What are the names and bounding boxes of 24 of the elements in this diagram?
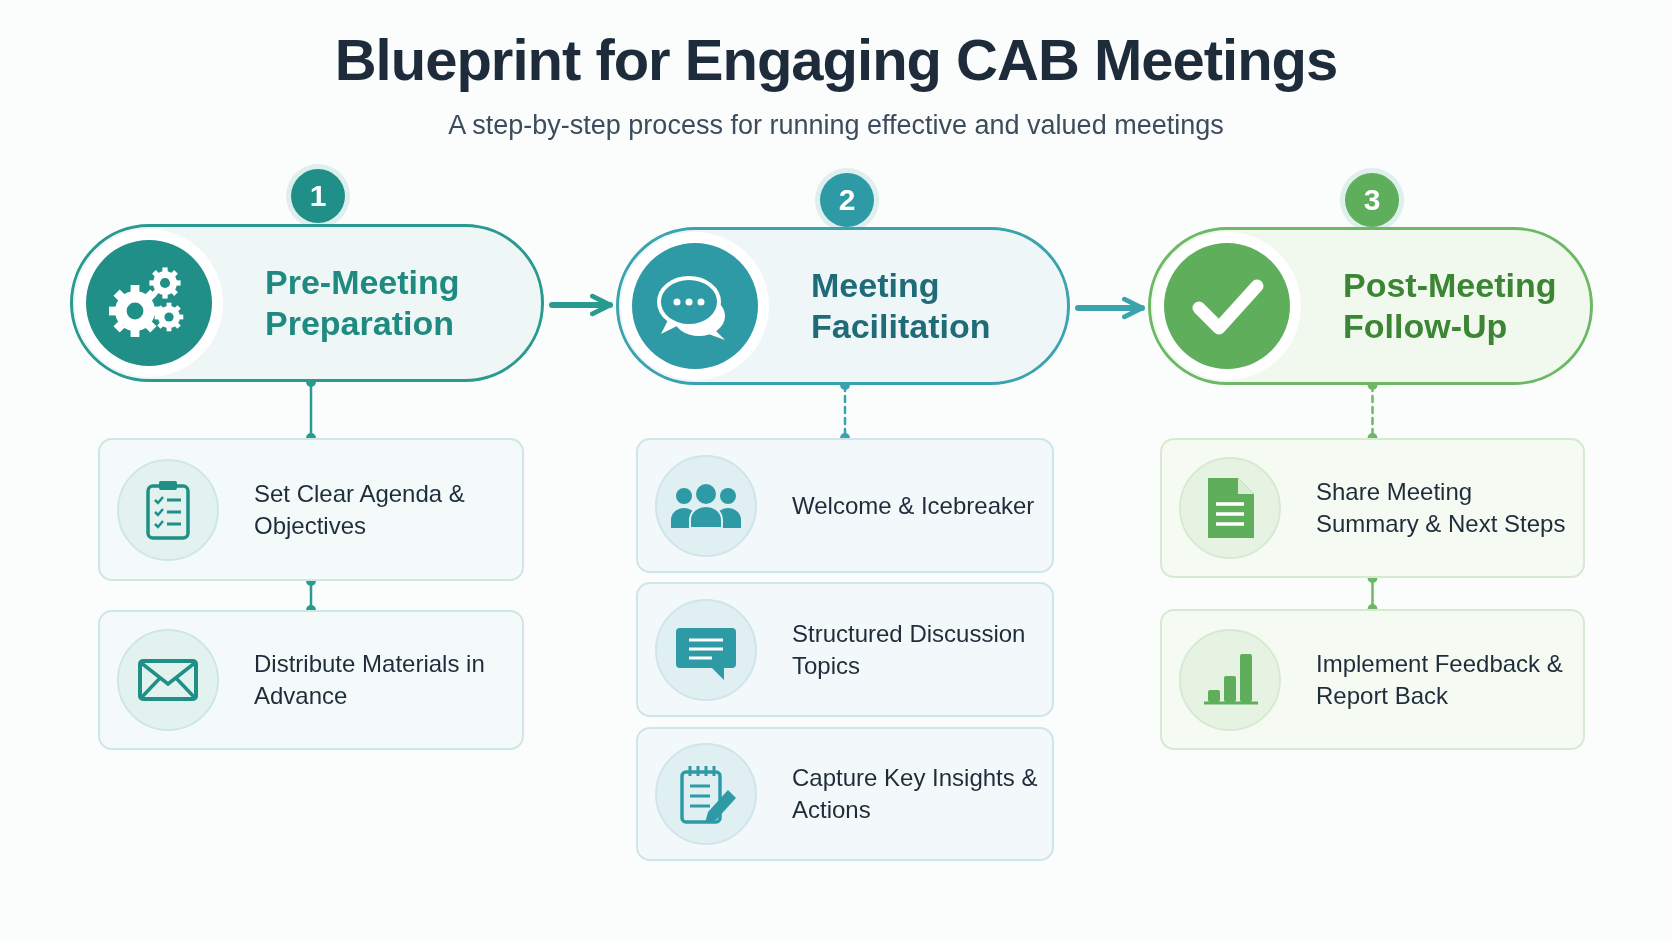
arrow xyxy=(1075,296,1145,320)
stage-title: Meeting Facilitation xyxy=(811,265,992,347)
task-text: Distribute Materials in Advance xyxy=(254,648,486,711)
task-text: Capture Key Insights & Actions xyxy=(792,762,1039,825)
task-card xyxy=(98,610,524,750)
task-text: Structured Discussion Topics xyxy=(792,618,1027,681)
step-number-badge: 1 xyxy=(291,169,345,223)
task-card xyxy=(98,438,524,581)
task-card xyxy=(1160,438,1585,578)
subtitle: A step-by-step process for running effective and valued meetings xyxy=(448,110,1224,140)
step-number-badge: 2 xyxy=(820,173,874,227)
title: Blueprint for Engaging CAB Meetings xyxy=(334,27,1338,92)
task-text: Share Meeting Summary & Next Steps xyxy=(1316,476,1566,539)
task-text: Set Clear Agenda & Objectives xyxy=(254,478,466,541)
stage-title: Pre-Meeting Preparation xyxy=(265,262,461,344)
task-card xyxy=(636,438,1054,573)
stage-title: Post-Meeting Follow-Up xyxy=(1343,265,1558,347)
task-text: Welcome & Icebreaker xyxy=(792,490,1036,521)
task-card xyxy=(636,582,1054,717)
task-card xyxy=(1160,609,1585,750)
task-card xyxy=(636,727,1054,861)
step-number-badge: 3 xyxy=(1345,173,1399,227)
task-text: Implement Feedback & Report Back xyxy=(1316,648,1564,711)
arrow xyxy=(549,293,613,317)
